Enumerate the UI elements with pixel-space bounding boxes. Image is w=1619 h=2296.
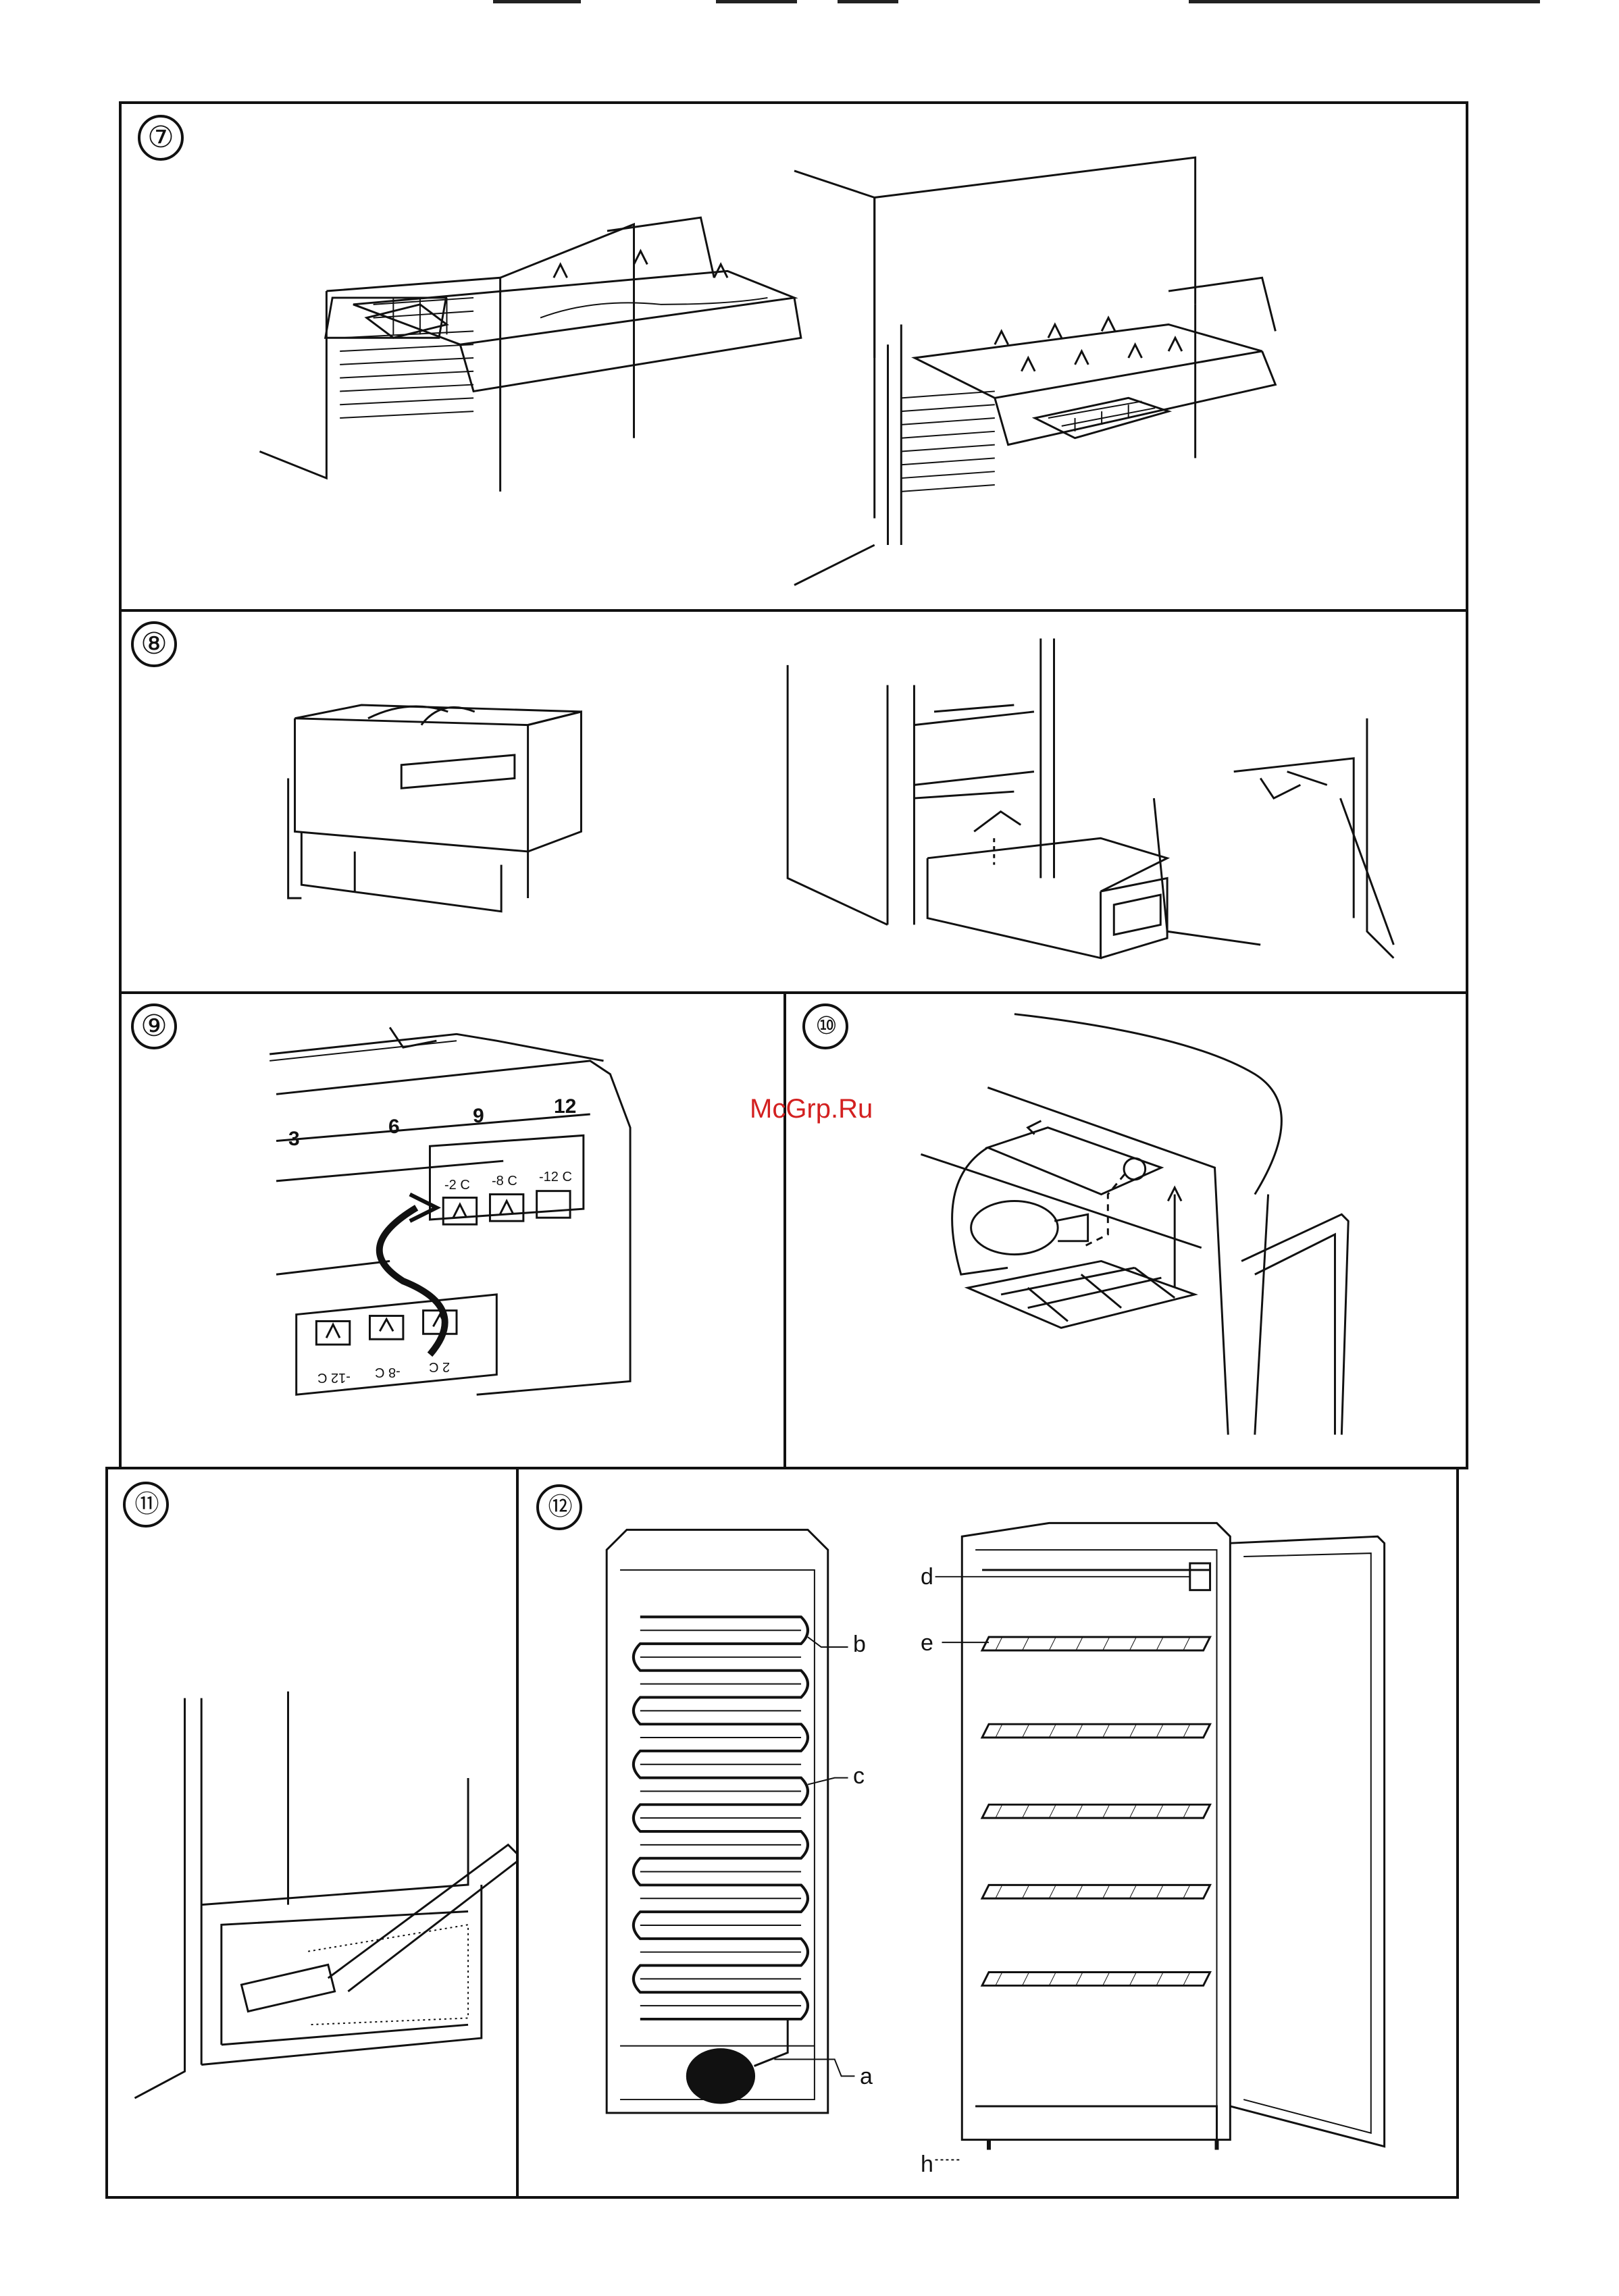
figure-11-illustration bbox=[108, 1469, 523, 2196]
figure-11-panel: ⑪ bbox=[105, 1467, 525, 2199]
panel-label-minus-8: -8 C bbox=[492, 1174, 517, 1189]
top-rule bbox=[493, 0, 581, 3]
figure-10-illustration bbox=[786, 994, 1466, 1467]
top-rule bbox=[716, 0, 797, 3]
card-label-minus-8: -8 C bbox=[375, 1364, 401, 1380]
figure-9-panel: 3 6 9 12 -2 C -8 C -12 C 2 C -8 C -12 C … bbox=[119, 991, 794, 1469]
figure-8-number: ⑧ bbox=[131, 621, 177, 667]
card-label-2: 2 C bbox=[429, 1359, 450, 1374]
callout-b: b bbox=[853, 1632, 866, 1658]
figure-8-illustration bbox=[122, 612, 1466, 991]
figure-9-illustration bbox=[122, 994, 792, 1467]
callout-h: h bbox=[921, 2151, 933, 2178]
panel-label-minus-12: -12 C bbox=[539, 1170, 572, 1185]
figure-10-panel: ⑩ bbox=[783, 991, 1468, 1469]
figure-8-panel: ⑧ bbox=[119, 609, 1468, 994]
dial-mark-6: 6 bbox=[388, 1116, 400, 1139]
callout-c: c bbox=[853, 1763, 865, 1790]
figure-7-number: ⑦ bbox=[138, 115, 184, 161]
figure-12-illustration bbox=[519, 1469, 1456, 2196]
figure-9-number: ⑨ bbox=[131, 1003, 177, 1049]
callout-a: a bbox=[860, 2064, 873, 2090]
dial-mark-12: 12 bbox=[554, 1095, 576, 1118]
figure-11-number: ⑪ bbox=[123, 1482, 169, 1528]
panel-label-minus-2: -2 C bbox=[444, 1178, 470, 1193]
figure-12-number: ⑫ bbox=[536, 1484, 582, 1530]
dial-mark-3: 3 bbox=[288, 1128, 300, 1151]
figure-7-illustration bbox=[122, 104, 1466, 609]
callout-e: e bbox=[921, 1630, 933, 1656]
top-rule bbox=[1189, 0, 1540, 3]
figure-7-panel: ⑦ bbox=[119, 101, 1468, 612]
figure-12-panel: b c a d e h ⑫ bbox=[516, 1467, 1459, 2199]
dial-mark-9: 9 bbox=[473, 1105, 484, 1128]
figure-10-number: ⑩ bbox=[802, 1003, 848, 1049]
watermark-text: McGrp.Ru bbox=[750, 1094, 873, 1124]
callout-d: d bbox=[921, 1564, 933, 1590]
card-label-minus-12: -12 C bbox=[317, 1369, 351, 1385]
top-rule bbox=[838, 0, 898, 3]
